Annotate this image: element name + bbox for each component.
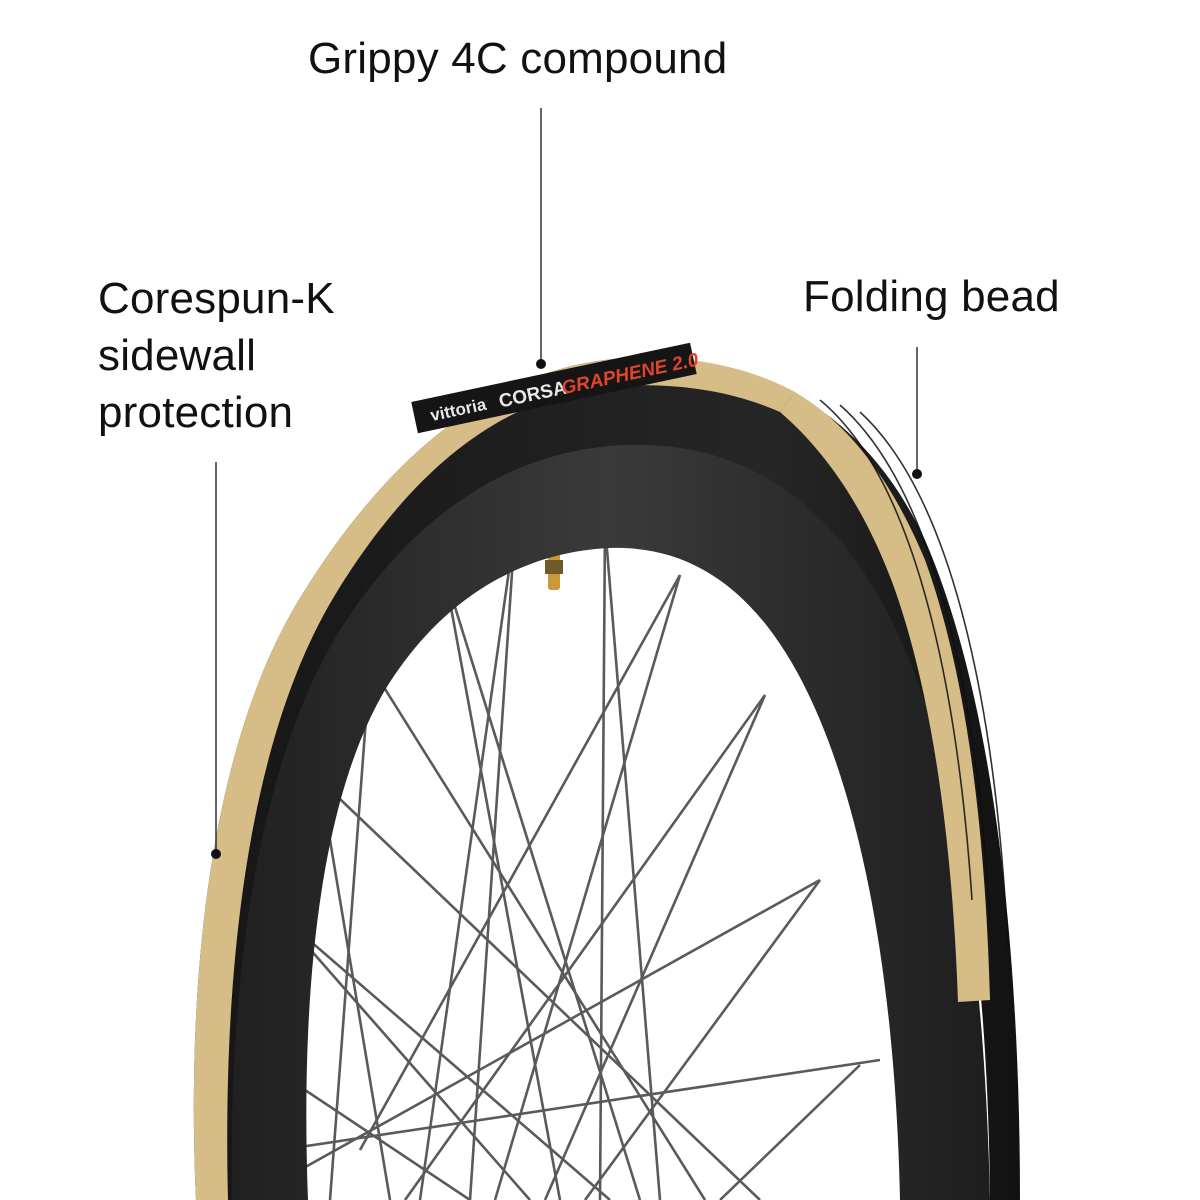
- leader-right-dot: [912, 469, 922, 479]
- callout-compound: Grippy 4C compound: [308, 34, 728, 83]
- wheel-rim: [227, 429, 991, 1200]
- callout-sidewall-line-3: protection: [98, 388, 294, 437]
- leader-left-dot: [211, 849, 221, 859]
- callout-folding-bead: Folding bead: [803, 272, 1060, 321]
- tire-sidewall: [193, 357, 795, 1200]
- callout-leaders: [215, 108, 918, 852]
- leader-top-dot: [536, 359, 546, 369]
- callout-sidewall-line-2: sidewall: [98, 331, 257, 380]
- callout-sidewall-protection: Corespun-K sidewall protection: [98, 270, 335, 441]
- wheel-spokes: [259, 524, 881, 1200]
- tread-ribs: [819, 399, 1009, 951]
- callout-sidewall-line-1: Corespun-K: [98, 274, 335, 323]
- callout-dots: [211, 359, 922, 859]
